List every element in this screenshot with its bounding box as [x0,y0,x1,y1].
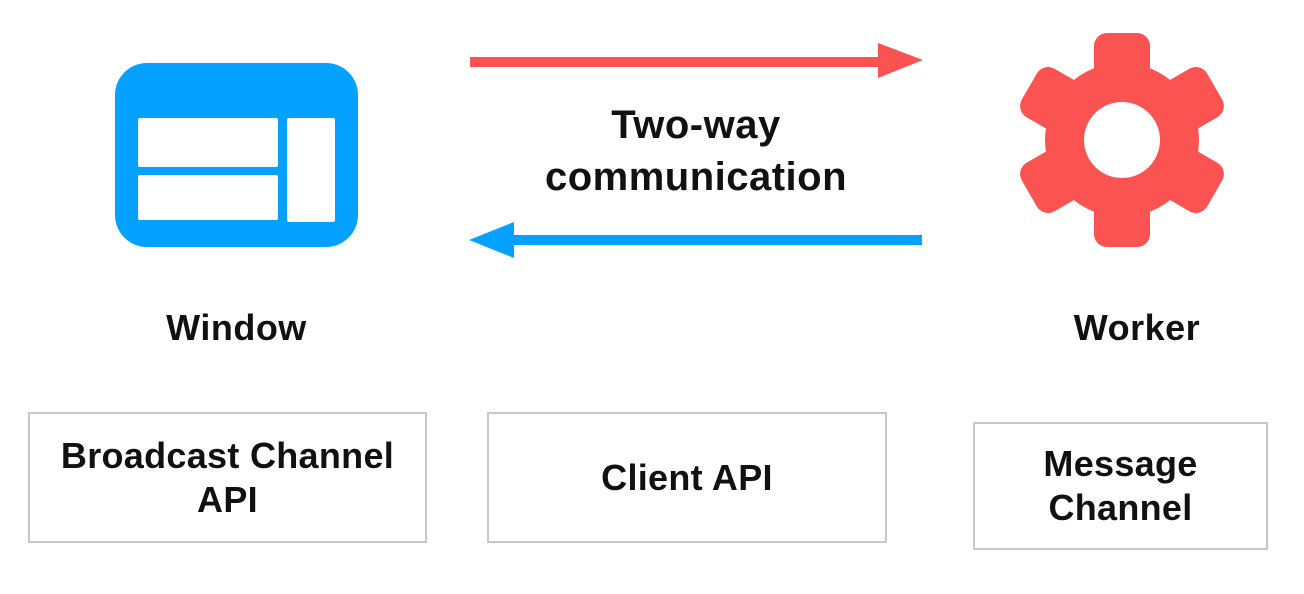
caption-line-1: Two-way [611,103,781,147]
window-to-worker-arrowhead-icon [878,43,923,78]
browser-window-icon [115,63,358,247]
window-label: Window [166,307,307,348]
caption-line-2: communication [544,155,848,199]
box-label-line: Client API [601,456,773,498]
box-label-line: API [197,478,258,520]
message-channel-box: Message Channel [973,422,1268,550]
box-label-line: Message [1043,443,1198,484]
box-label-line: Broadcast Channel [60,434,395,476]
worker-to-window-arrowhead-icon [469,222,514,258]
box-label-line: Channel [1048,487,1193,528]
worker-to-window-arrow-shaft [512,235,922,245]
client-api-box: Client API [487,412,887,543]
window-to-worker-arrow-shaft [470,57,882,67]
two-way-communication-caption: Two-way communication [470,99,922,203]
worker-label: Worker [1073,307,1201,348]
broadcast-channel-api-box: Broadcast Channel API [28,412,427,543]
worker-gear-icon [1020,33,1224,247]
